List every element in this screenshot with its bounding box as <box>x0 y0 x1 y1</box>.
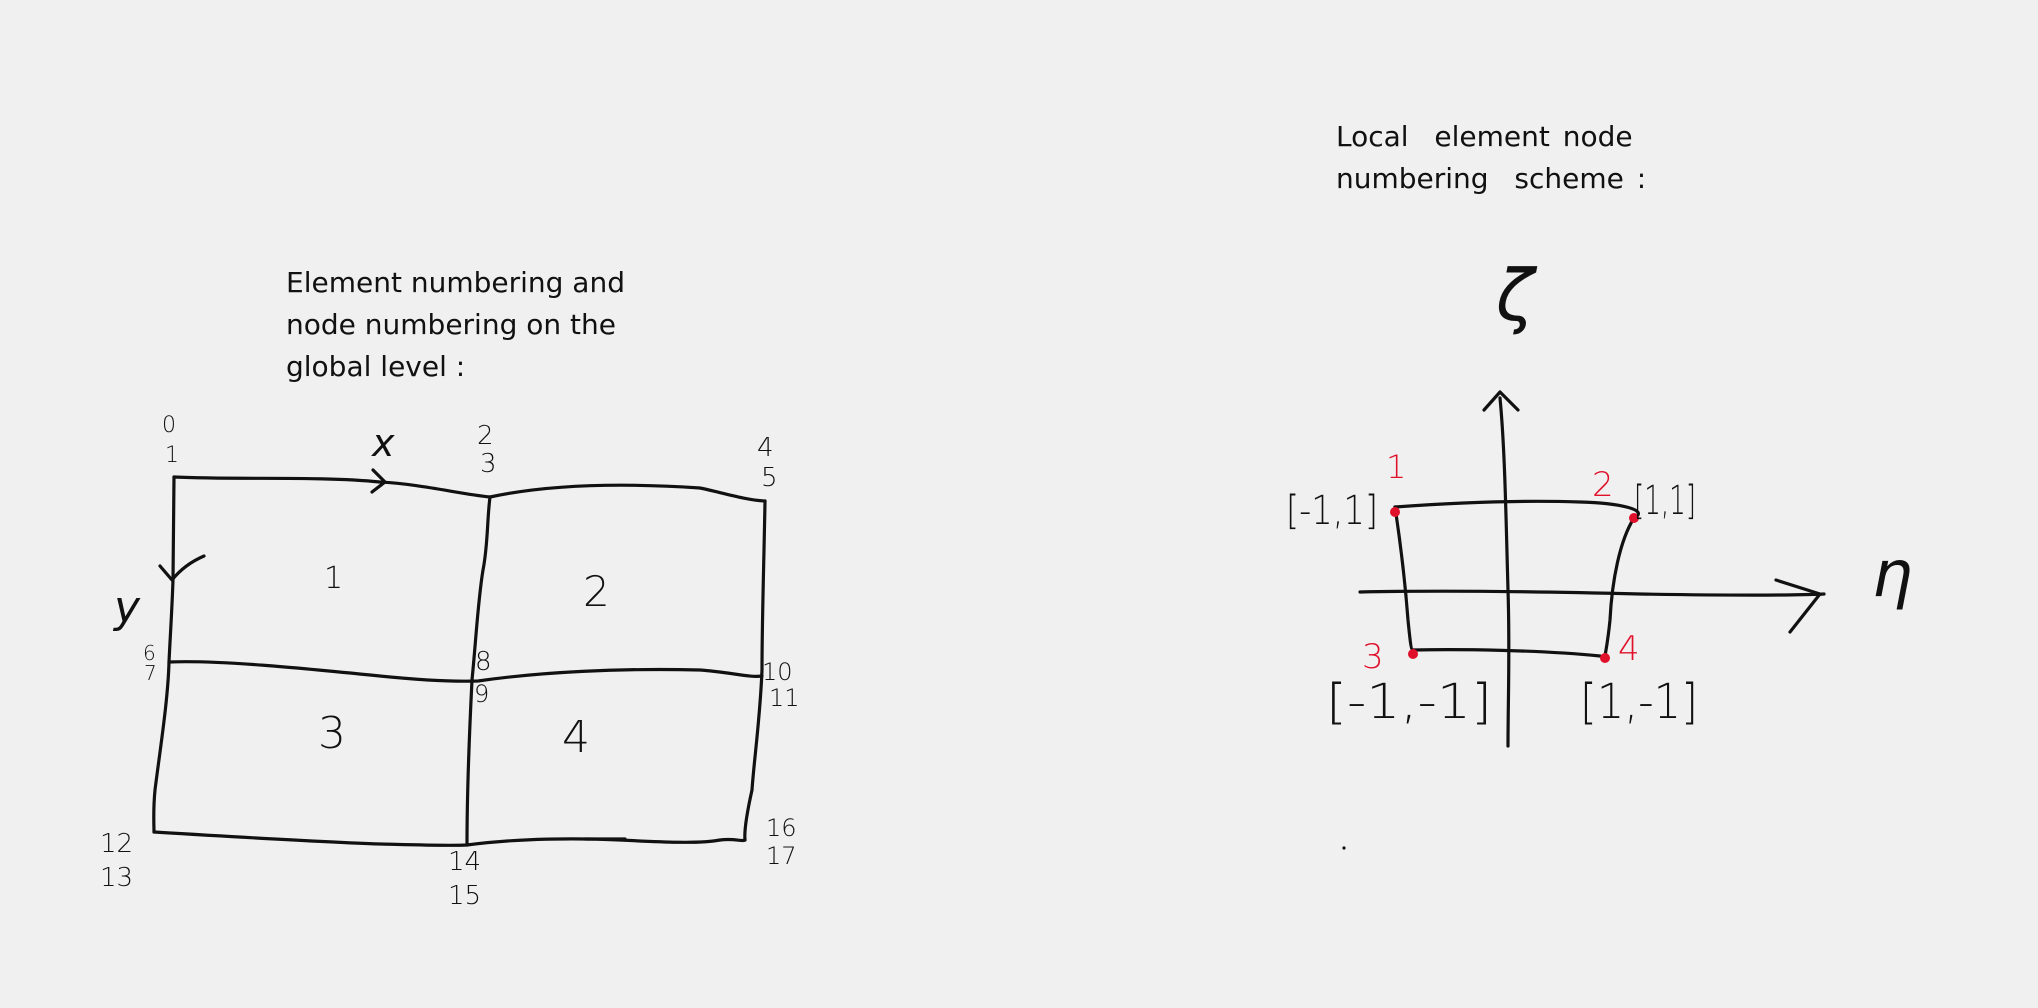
svg-text:9: 9 <box>474 680 489 708</box>
y-axis-arrowhead <box>158 554 206 582</box>
svg-text:4: 4 <box>757 433 774 463</box>
svg-text:6: 6 <box>143 641 156 665</box>
vertical-axis-arrowhead <box>1482 390 1520 412</box>
svg-text:7: 7 <box>144 661 157 685</box>
node-coord-2: [1,1] <box>1634 478 1696 524</box>
svg-text:1: 1 <box>165 443 179 468</box>
x-axis-arrowhead <box>370 468 387 494</box>
node-label-16-17: 16 17 <box>766 814 797 870</box>
svg-text:8: 8 <box>475 647 492 677</box>
mesh-left-edge <box>152 475 176 834</box>
node-coord-4: [1,-1] <box>1580 674 1698 730</box>
x-axis-label: x <box>371 421 395 465</box>
element-number-1: 1 <box>324 561 343 596</box>
node-label-14-15: 14 15 <box>448 847 481 911</box>
node-label-0-1: 0 1 <box>162 413 179 468</box>
local-element-diagram: 1 2 3 4 [-1,1] [1,1] [-1,-1] [1,-1] ζ η <box>1286 255 1913 850</box>
node-label-12-13: 12 13 <box>100 829 133 893</box>
vertical-axis-label: ζ <box>1495 255 1538 337</box>
element-number-2: 2 <box>583 567 610 616</box>
svg-text:3: 3 <box>480 449 497 479</box>
node-number-1: 1 <box>1386 448 1406 486</box>
node-marker-2 <box>1629 513 1639 523</box>
svg-text:10: 10 <box>762 658 793 686</box>
node-label-6-7: 6 7 <box>143 641 157 685</box>
element-left-edge <box>1393 505 1415 652</box>
global-mesh: x y 1 2 3 4 0 1 2 3 4 5 6 7 8 9 10 11 <box>100 413 800 911</box>
node-marker-3 <box>1408 649 1418 659</box>
local-numbering-heading: Local element node numbering scheme : <box>1336 120 1647 195</box>
mesh-middle-horizontal <box>167 660 764 683</box>
node-number-2: 2 <box>1592 465 1614 505</box>
svg-text:2: 2 <box>477 421 494 451</box>
node-label-2-3: 2 3 <box>477 421 497 479</box>
y-axis-label: y <box>112 582 141 633</box>
node-marker-4 <box>1600 653 1610 663</box>
svg-text:15: 15 <box>448 881 481 911</box>
node-label-4-5: 4 5 <box>757 433 778 493</box>
mesh-top-edge <box>172 475 767 503</box>
node-marker-1 <box>1390 507 1400 517</box>
horizontal-axis-arrowhead <box>1774 578 1822 634</box>
svg-text:14: 14 <box>448 847 481 877</box>
element-top-edge <box>1393 499 1640 520</box>
mesh-middle-vertical <box>465 495 492 847</box>
node-coord-1: [-1,1] <box>1286 488 1378 534</box>
vertical-axis <box>1498 396 1511 748</box>
node-number-3: 3 <box>1362 637 1384 677</box>
global-numbering-heading: Element numbering and node numbering on … <box>286 266 625 383</box>
horizontal-axis-label: η <box>1872 538 1913 612</box>
svg-text:16: 16 <box>766 814 797 842</box>
node-number-4: 4 <box>1618 629 1640 669</box>
svg-text:12: 12 <box>100 829 133 859</box>
svg-text:0: 0 <box>162 413 176 438</box>
svg-text:11: 11 <box>769 684 800 712</box>
svg-text:13: 13 <box>100 863 133 893</box>
svg-text:17: 17 <box>766 842 797 870</box>
element-number-4: 4 <box>562 712 590 763</box>
element-right-edge <box>1603 516 1636 658</box>
node-label-8-9: 8 9 <box>474 647 492 708</box>
node-label-10-11: 10 11 <box>762 658 800 712</box>
element-bottom-edge <box>1411 648 1602 658</box>
mesh-bottom-edge <box>152 830 747 848</box>
horizontal-axis <box>1358 589 1826 597</box>
node-coord-3: [-1,-1] <box>1326 674 1492 730</box>
svg-text:5: 5 <box>761 463 778 493</box>
element-number-3: 3 <box>318 708 346 759</box>
stray-dot <box>1342 846 1346 850</box>
mesh-right-edge <box>743 499 767 842</box>
